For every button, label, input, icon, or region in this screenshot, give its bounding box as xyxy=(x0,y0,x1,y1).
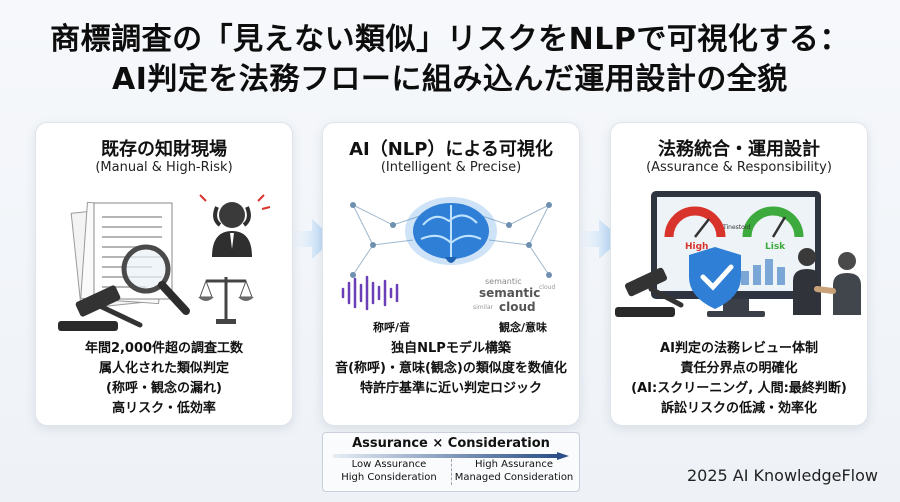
panel-subheading: (Assurance & Responsibility) xyxy=(646,160,832,175)
panel-line: 独自NLPモデル構築 xyxy=(391,341,511,356)
legend-right-line: Managed Consideration xyxy=(454,472,574,483)
cloud-word-1: semantic xyxy=(479,286,540,300)
legend-header: Assurance × Consideration xyxy=(352,436,550,451)
word-cloud-icon: semantic semantic cloud cloud similar xyxy=(473,277,555,314)
gauge-mid-label: Tinestoid xyxy=(722,224,750,231)
panel-legal-integration: 法務統合・運用設計 (Assurance & Responsibility) H… xyxy=(610,122,868,426)
panel-line: (AI:スクリーニング, 人間:最終判断) xyxy=(631,381,847,396)
panel-line: 年間2,000件超の調査工数 xyxy=(84,341,244,356)
scales-icon xyxy=(198,277,254,324)
stressed-person-icon xyxy=(199,194,271,257)
shield-check-icon xyxy=(689,247,741,309)
meaning-label: 観念/意味 xyxy=(499,321,548,334)
title-line-2: AI判定を法務フローに組み込んだ運用設計の全貌 xyxy=(112,62,788,97)
gavel-icon xyxy=(58,285,143,331)
panel-line: 訴訟リスクの低減・効率化 xyxy=(660,401,817,416)
gavel-icon xyxy=(615,267,684,317)
svg-text:cloud: cloud xyxy=(539,284,555,291)
sound-label: 称呼/音 xyxy=(373,321,411,334)
legend-left-line: Low Assurance xyxy=(351,459,427,470)
panel-line: 高リスク・低効率 xyxy=(112,401,216,416)
panel-heading: AI（NLP）による可視化 xyxy=(349,139,553,160)
panel-body: AI判定の法務レビュー体制 責任分界点の明確化 (AI:スクリーニング, 人間:… xyxy=(611,339,867,419)
panel-ai-visualization: AI（NLP）による可視化 (Intelligent & Precise) xyxy=(322,122,580,426)
legend-left: Low Assurance High Consideration xyxy=(329,458,449,484)
assurance-legend: Assurance × Consideration Low Assurance … xyxy=(322,432,580,492)
dashboard-illustration: High Lisk Tinestoid xyxy=(615,191,861,317)
panel-subheading: (Manual & High-Risk) xyxy=(95,160,233,175)
gauge-left-label: High xyxy=(685,242,708,252)
panel-line: 責任分界点の明確化 xyxy=(680,361,798,376)
svg-text:semantic: semantic xyxy=(485,277,522,286)
panel-line: 属人化された類似判定 xyxy=(98,361,229,376)
chart-bars-icon xyxy=(741,259,785,285)
panel-body: 年間2,000件超の調査工数 属人化された類似判定 (称呼・観念の漏れ) 高リス… xyxy=(36,339,292,419)
panel-line: 特許庁基準に近い判定ロジック xyxy=(359,381,542,396)
network-nodes-icon xyxy=(350,202,552,278)
brain-icon xyxy=(405,197,497,265)
legend-divider xyxy=(451,459,452,485)
panel-heading: 法務統合・運用設計 xyxy=(658,139,820,160)
panel-current-state: 既存の知財現場 (Manual & High-Risk) xyxy=(35,122,293,426)
page-title: 商標調査の「見えない類似」リスクをNLPで可視化する： AI判定を法務フローに組… xyxy=(0,20,900,100)
magnifier-icon xyxy=(121,244,190,315)
panel-subheading: (Intelligent & Precise) xyxy=(380,160,522,175)
gauge-right-label: Lisk xyxy=(765,242,786,252)
legend-right-line: High Assurance xyxy=(475,459,553,470)
footer-credit: 2025 AI KnowledgeFlow xyxy=(686,466,878,485)
panel-body: 独自NLPモデル構築 音(称呼)・意味(観念)の類似度を数値化 特許庁基準に近い… xyxy=(323,339,579,399)
gradient-arrow-icon xyxy=(333,452,569,460)
cloud-word-2: cloud xyxy=(499,300,536,314)
sound-wave-icon xyxy=(341,275,399,311)
panel-line: 音(称呼)・意味(観念)の類似度を数値化 xyxy=(335,361,567,376)
panel-line: (称呼・観念の漏れ) xyxy=(106,381,222,396)
flow-arrow-1-icon xyxy=(282,219,334,259)
manual-work-illustration xyxy=(58,194,271,331)
network-lines-icon xyxy=(352,204,550,276)
title-line-1: 商標調査の「見えない類似」リスクをNLPで可視化する： xyxy=(50,22,850,57)
risk-gauge-icon: High xyxy=(664,206,726,252)
svg-text:similar: similar xyxy=(473,304,494,311)
legend-right: High Assurance Managed Consideration xyxy=(453,458,575,484)
legend-left-line: High Consideration xyxy=(341,472,437,483)
safe-gauge-icon: Lisk xyxy=(742,206,804,252)
panel-line: AI判定の法務レビュー体制 xyxy=(660,341,818,356)
panel-heading: 既存の知財現場 xyxy=(101,139,227,160)
flow-arrow-2-icon xyxy=(569,219,621,259)
handshake-icon xyxy=(793,248,861,315)
nlp-illustration: semantic semantic cloud cloud similar xyxy=(341,197,555,314)
